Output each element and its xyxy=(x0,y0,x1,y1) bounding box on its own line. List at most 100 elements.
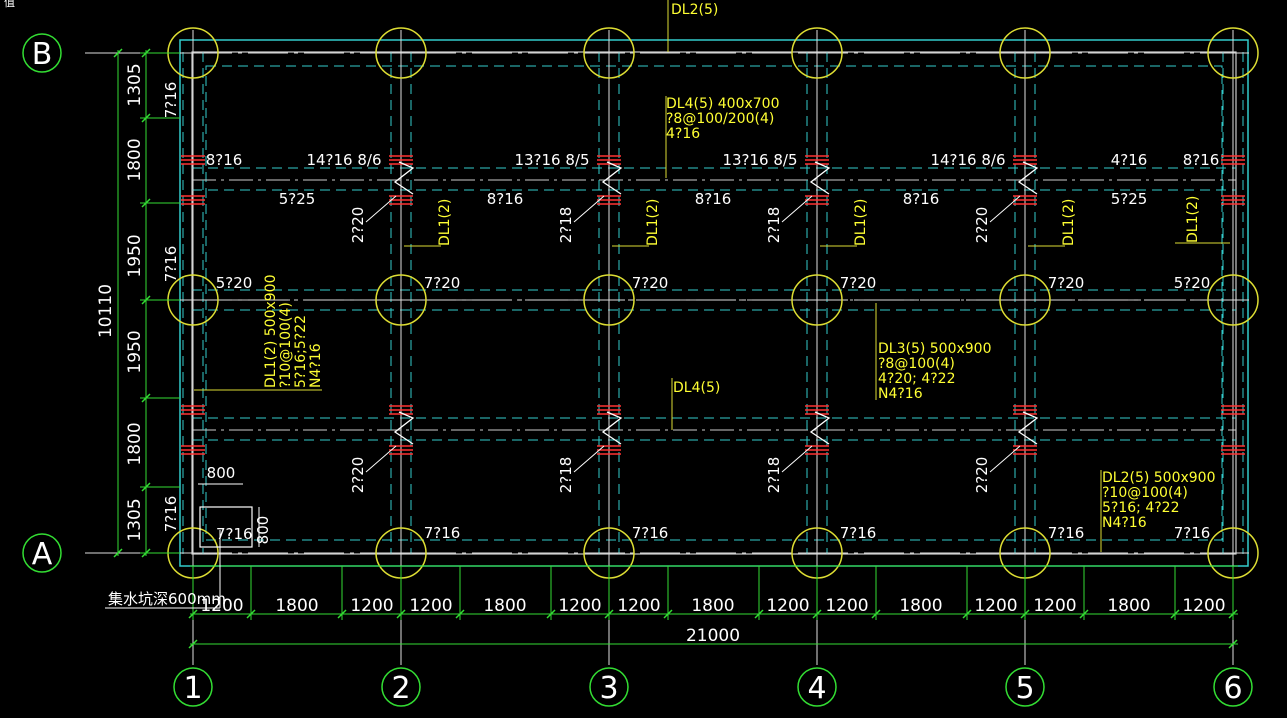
pile-cap-circle xyxy=(999,27,1051,79)
dl1-label: DL1(2) xyxy=(853,199,869,246)
axis-label-3: 3 xyxy=(599,671,618,706)
bottom-rebar-row: 7?16 7?16 7?16 7?16 7?16 xyxy=(424,524,1211,542)
dimension-slash xyxy=(141,548,151,558)
rebar-label: 5?20 xyxy=(1174,274,1211,292)
axis-bubble xyxy=(1213,667,1253,707)
dl4-mid-label: DL4(5) xyxy=(673,380,720,396)
left-side-rebar: 7?16 7?16 7?16 xyxy=(162,82,180,533)
dl2-bottom-line2: ?10@100(4) xyxy=(1102,485,1188,501)
axis-label-5: 5 xyxy=(1015,671,1034,706)
rebar-label: 7?16 xyxy=(162,82,180,119)
rebar-label: 8?16 xyxy=(695,190,732,208)
dl2-bottom-line3: 5?16; 4?22 xyxy=(1102,500,1179,516)
dl1-label: DL1(2) xyxy=(1061,199,1077,246)
dl2-bottom-line4: N4?16 xyxy=(1102,515,1147,531)
axis-label-a: A xyxy=(32,537,53,572)
leader-line xyxy=(781,445,813,473)
dimension-slash xyxy=(337,609,347,619)
dl2-top-label: DL2(5) xyxy=(671,2,718,18)
leader-line xyxy=(365,445,397,473)
dim-bottom: 1800 xyxy=(691,596,734,616)
pile-cap-circle xyxy=(1207,27,1259,79)
dimension-slash xyxy=(1170,609,1180,619)
left-dimensions: 1305 1800 1950 1950 1800 1305 10110 xyxy=(96,63,145,541)
axis-label-1: 1 xyxy=(183,671,202,706)
dl1-left-line2: ?10@100(4) xyxy=(278,302,294,388)
dimension-slash xyxy=(1020,609,1030,619)
rebar-label: 8?16 xyxy=(1183,151,1220,169)
dl1-left-line4: N4?16 xyxy=(308,343,324,388)
sump-pit: 800 800 7?16 集水坑深600mm xyxy=(108,464,272,608)
pile-cap-circle xyxy=(583,27,635,79)
dimension-slash xyxy=(396,609,406,619)
dimension-slash xyxy=(113,48,123,58)
leader-line xyxy=(573,445,605,473)
rebar-hook xyxy=(601,411,623,445)
dimension-slash xyxy=(1228,609,1238,619)
dim-bottom: 1200 xyxy=(1182,596,1225,616)
dim-bottom: 1800 xyxy=(899,596,942,616)
rebar-label: 7?16 xyxy=(632,524,669,542)
dim-bottom-total: 21000 xyxy=(686,626,740,646)
rebar-label: 7?16 xyxy=(424,524,461,542)
rebar-label: 2?18 xyxy=(557,457,575,494)
axis-bubble xyxy=(589,667,629,707)
dimension-slash xyxy=(812,609,822,619)
dim-bottom: 1800 xyxy=(1107,596,1150,616)
rebar-label: 2?20 xyxy=(973,457,991,494)
rebar-label: 14?16 8/6 xyxy=(930,151,1005,169)
dl3-label-line4: N4?16 xyxy=(878,386,923,402)
rebar-hook xyxy=(1017,411,1039,445)
rebar-label: 7?20 xyxy=(632,274,669,292)
dl1-label: DL1(2) xyxy=(1185,196,1201,243)
dimension-slash xyxy=(1079,609,1089,619)
dl1-label: DL1(2) xyxy=(645,199,661,246)
rebar-label: 7?16 xyxy=(1048,524,1085,542)
rebar-hook xyxy=(1017,161,1039,195)
dimension-slash xyxy=(188,639,198,649)
rebar-label: 7?16 xyxy=(162,246,180,283)
rebar-hook xyxy=(393,161,415,195)
second-rebar-row: 5?25 8?16 8?16 8?16 5?25 xyxy=(279,190,1148,208)
dl4-label-line1: DL4(5) 400x700 xyxy=(666,96,780,112)
rebar-label: 7?20 xyxy=(1048,274,1085,292)
rebar-label: 14?16 8/6 xyxy=(306,151,381,169)
rebar-label: 7?16 xyxy=(162,496,180,533)
rebar-hook xyxy=(809,161,831,195)
dimension-slash xyxy=(962,609,972,619)
rebar-label: 2?18 xyxy=(765,207,783,244)
pit-rebar: 7?16 xyxy=(216,525,253,543)
vertical-rebar-lower: 2?20 2?18 2?18 2?20 xyxy=(349,457,991,494)
dim-bottom: 1200 xyxy=(409,596,452,616)
rebar-label: 7?20 xyxy=(424,274,461,292)
rebar-hook xyxy=(601,161,623,195)
dimension-slash xyxy=(141,393,151,403)
leader-line xyxy=(781,195,813,223)
dl1-label: DL1(2) xyxy=(437,199,453,246)
pit-width: 800 xyxy=(207,464,236,482)
pile-cap-circle xyxy=(1207,274,1259,326)
axis-bubble xyxy=(173,667,213,707)
dl4-label-line3: 4?16 xyxy=(666,126,700,142)
dim-left: 1950 xyxy=(125,330,145,373)
rebar-label: 7?20 xyxy=(840,274,877,292)
rebar-label: 2?18 xyxy=(557,207,575,244)
dim-bottom: 1200 xyxy=(1033,596,1076,616)
axis-label-b: B xyxy=(32,37,53,72)
dimension-slash xyxy=(871,609,881,619)
rebar-label: 8?16 xyxy=(487,190,524,208)
dim-left: 1950 xyxy=(125,234,145,277)
dim-bottom: 1200 xyxy=(350,596,393,616)
bottom-dimensions: 1200 1800 1200 1200 1800 1200 1200 1800 … xyxy=(200,596,1225,646)
axis-bubble xyxy=(22,533,62,573)
pile-cap-circle xyxy=(791,27,843,79)
dim-left: 1800 xyxy=(125,422,145,465)
dim-bottom: 1800 xyxy=(483,596,526,616)
dim-bottom: 1200 xyxy=(617,596,660,616)
leader-line xyxy=(989,445,1021,473)
dim-bottom: 1200 xyxy=(974,596,1017,616)
corner-mark: 值 xyxy=(4,0,15,9)
axis-label-2: 2 xyxy=(391,671,410,706)
dim-left: 1800 xyxy=(125,138,145,181)
axis-bubble xyxy=(22,33,62,73)
